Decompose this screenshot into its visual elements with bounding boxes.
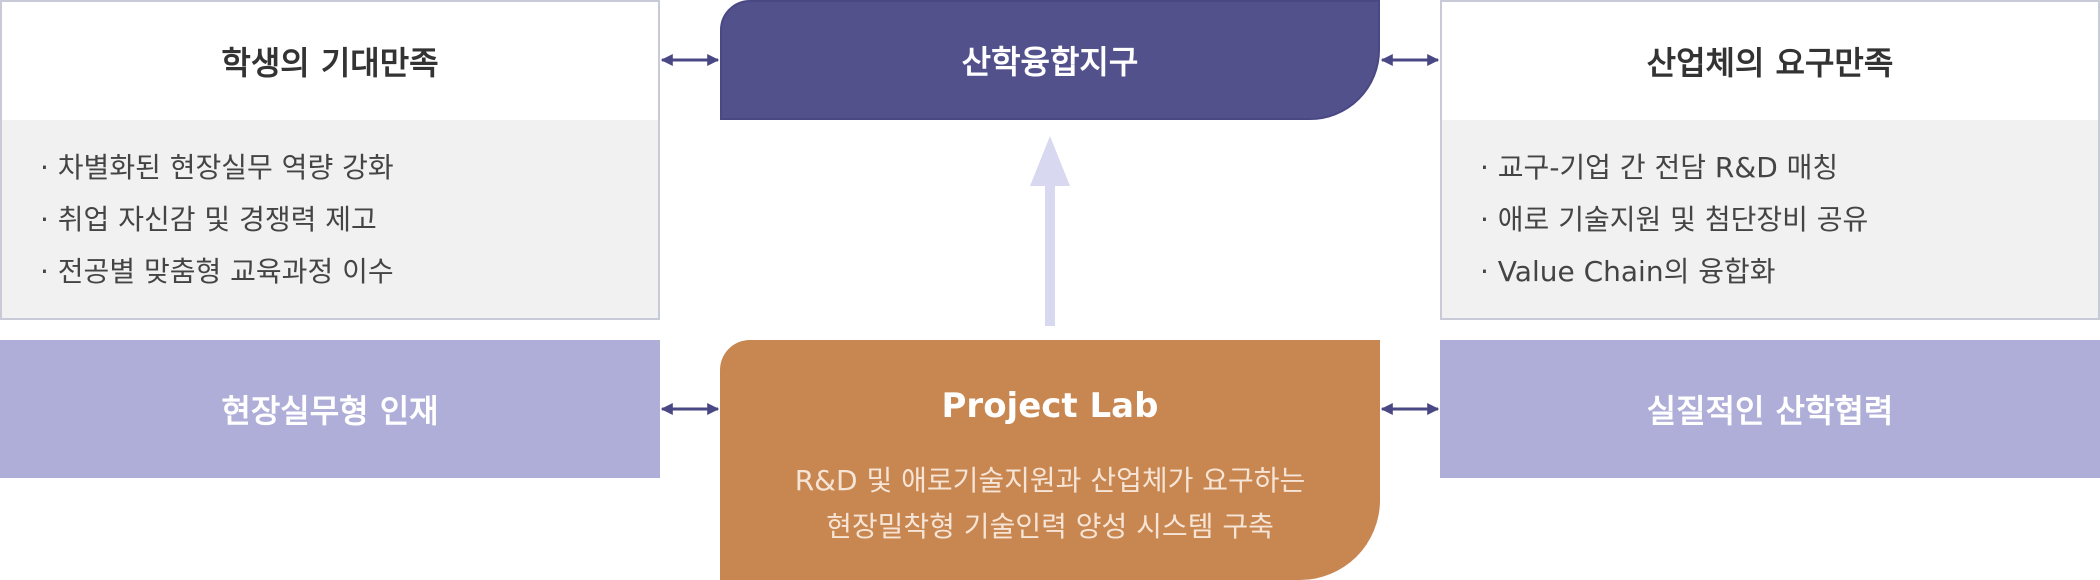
practical-cooperation-title: 실질적인 산학협력 bbox=[1646, 392, 1894, 430]
student-expectation-list: · 차별화된 현장실무 역량 강화 · 취업 자신감 및 경쟁력 제고 · 전공… bbox=[2, 120, 658, 318]
industry-requirement-card: 산업체의 요구만족 · 교구-기업 간 전담 R&D 매칭 · 애로 기술지원 … bbox=[1440, 0, 2100, 320]
project-lab-desc-line: 현장밀착형 기술인력 양성 시스템 구축 bbox=[826, 510, 1274, 543]
practical-cooperation-box: 실질적인 산학협력 bbox=[1440, 340, 2100, 478]
list-item: · 애로 기술지원 및 첨단장비 공유 bbox=[1480, 203, 1869, 236]
student-expectation-title: 학생의 기대만족 bbox=[221, 44, 439, 82]
list-item: · 차별화된 현장실무 역량 강화 bbox=[40, 151, 394, 184]
project-lab-desc-line: R&D 및 애로기술지원과 산업체가 요구하는 bbox=[794, 464, 1306, 497]
list-item: · Value Chain의 융합화 bbox=[1480, 255, 1776, 288]
list-item: · 전공별 맞춤형 교육과정 이수 bbox=[40, 255, 394, 288]
project-lab-box: Project Lab R&D 및 애로기술지원과 산업체가 요구하는 현장밀착… bbox=[720, 340, 1380, 580]
field-talent-box: 현장실무형 인재 bbox=[0, 340, 660, 478]
list-item: · 교구-기업 간 전담 R&D 매칭 bbox=[1480, 151, 1839, 184]
project-lab-title: Project Lab bbox=[941, 386, 1159, 426]
industry-academia-hub: 산학융합지구 bbox=[720, 0, 1380, 120]
industry-requirement-title: 산업체의 요구만족 bbox=[1646, 44, 1894, 82]
field-talent-title: 현장실무형 인재 bbox=[221, 392, 439, 430]
industry-requirement-list: · 교구-기업 간 전담 R&D 매칭 · 애로 기술지원 및 첨단장비 공유 … bbox=[1442, 120, 2098, 318]
hub-title: 산학융합지구 bbox=[961, 43, 1139, 81]
project-lab-description: R&D 및 애로기술지원과 산업체가 요구하는 현장밀착형 기술인력 양성 시스… bbox=[720, 458, 1380, 550]
up-arrow-icon bbox=[1030, 136, 1070, 326]
list-item: · 취업 자신감 및 경쟁력 제고 bbox=[40, 203, 377, 236]
student-expectation-card: 학생의 기대만족 · 차별화된 현장실무 역량 강화 · 취업 자신감 및 경쟁… bbox=[0, 0, 660, 320]
